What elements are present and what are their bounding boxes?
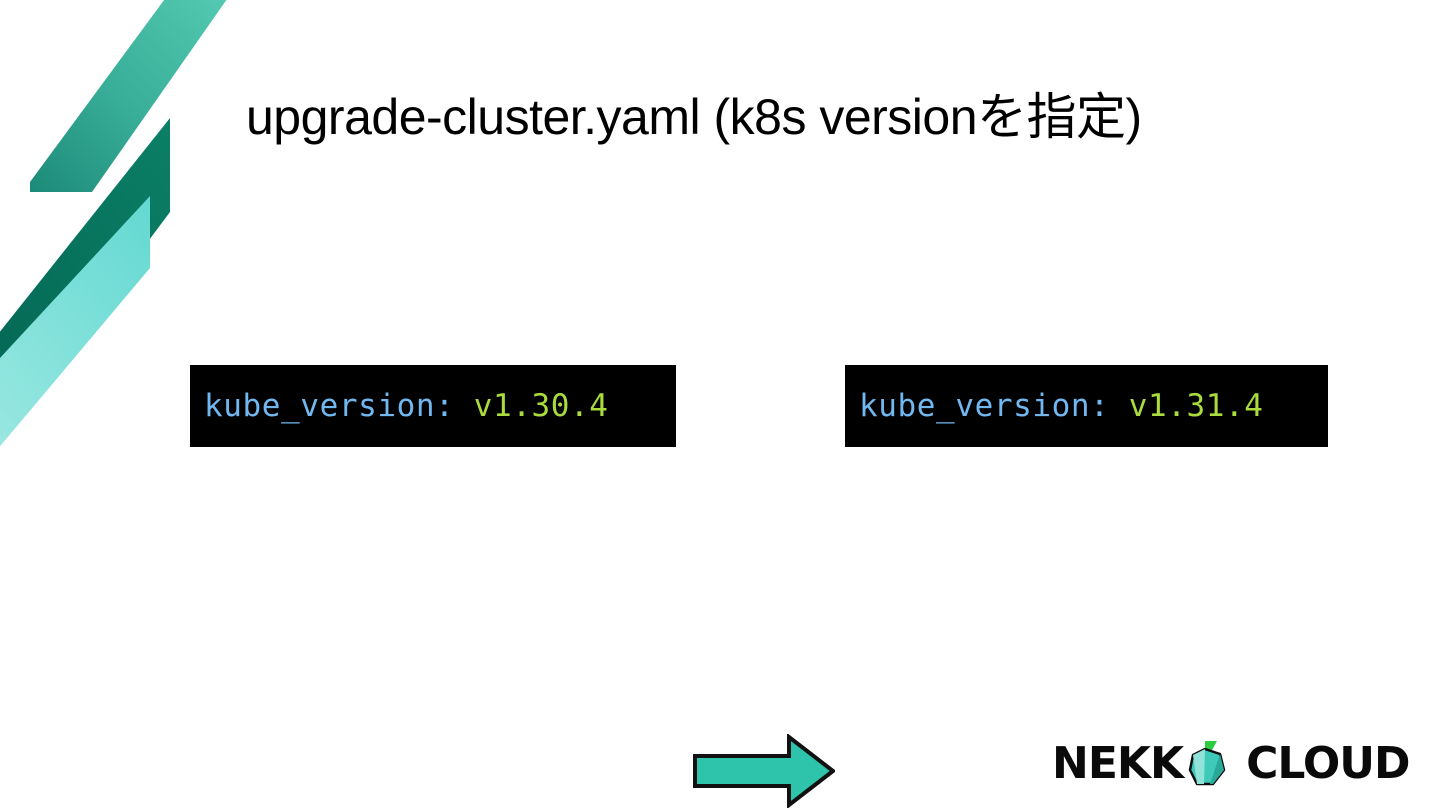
- transition-arrow-icon: [693, 734, 835, 808]
- code-line-before: kube_version: v1.30.4: [204, 388, 609, 424]
- gem-leaf-icon: [1188, 741, 1226, 786]
- code-separator-after: :: [1090, 388, 1129, 424]
- code-block-before: kube_version: v1.30.4: [190, 365, 676, 447]
- deco-stripe-1: [30, 0, 227, 192]
- logo-word-cloud: CLOUD: [1246, 738, 1410, 789]
- gem-facet-light: [1193, 749, 1206, 784]
- deco-stripe-2: [0, 118, 170, 440]
- brand-logo: NEKK CLOUD: [1052, 736, 1411, 792]
- logo-word-nekk: NEKK: [1052, 738, 1184, 789]
- code-line-after: kube_version: v1.31.4: [859, 388, 1264, 424]
- page-title: upgrade-cluster.yaml (k8s versionを指定): [246, 89, 1142, 145]
- code-block-after: kube_version: v1.31.4: [845, 365, 1328, 447]
- code-separator-before: :: [435, 388, 474, 424]
- code-value-before: v1.30.4: [473, 388, 609, 424]
- code-key-after: kube_version: [859, 388, 1091, 424]
- code-comparison-row: kube_version: v1.30.4 kube_version: v1.3…: [0, 365, 1440, 808]
- code-key-before: kube_version: [204, 388, 436, 424]
- code-value-after: v1.31.4: [1128, 388, 1264, 424]
- gem-facet-dark: [1210, 754, 1225, 784]
- arrow-shape: [693, 734, 835, 808]
- deco-stripe-3: [0, 196, 150, 447]
